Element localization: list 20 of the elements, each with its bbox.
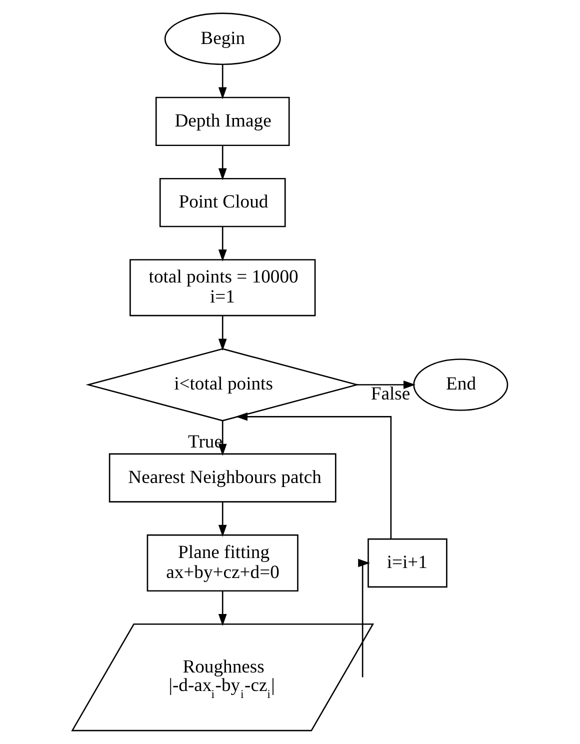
node-box: Nearest Neighbours patch bbox=[108, 453, 336, 502]
arrow bbox=[218, 64, 227, 100]
node-box: Depth Image bbox=[155, 96, 290, 146]
node-ellipse: Begin bbox=[164, 12, 281, 66]
arrow bbox=[356, 380, 416, 389]
arrow bbox=[218, 316, 227, 351]
arrow bbox=[236, 412, 392, 539]
arrow bbox=[358, 558, 370, 678]
arrow bbox=[218, 502, 227, 537]
node-ellipse: End bbox=[413, 358, 508, 411]
edge-label: True bbox=[188, 432, 223, 453]
node-box: Point Cloud bbox=[159, 178, 286, 228]
arrow bbox=[218, 146, 227, 180]
node-box: total points = 10000 i=1 bbox=[130, 259, 316, 316]
node-box: i=i+1 bbox=[368, 538, 448, 588]
arrow bbox=[218, 591, 227, 626]
node-box: Plane fitting ax+by+cz+d=0 bbox=[146, 534, 298, 592]
arrow bbox=[218, 421, 227, 456]
edge-label: False bbox=[370, 384, 410, 405]
arrow bbox=[218, 226, 227, 262]
